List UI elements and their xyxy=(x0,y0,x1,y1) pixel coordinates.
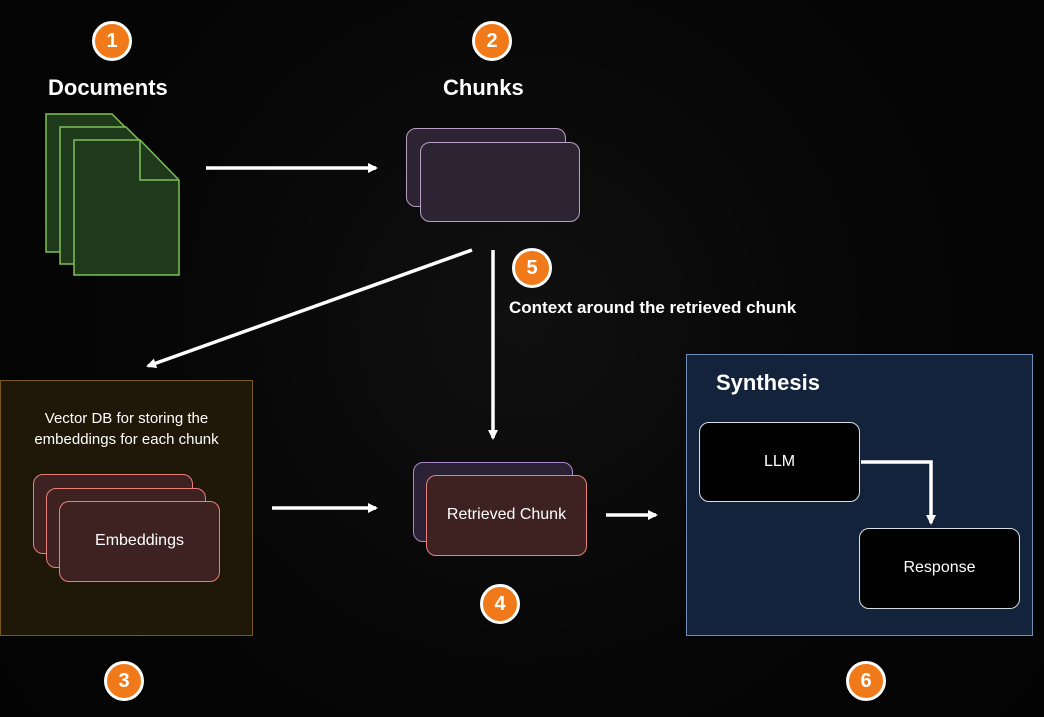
embeddings-label: Embeddings xyxy=(95,532,184,549)
llm-label: LLM xyxy=(763,453,796,470)
vector-db-caption-line-1: Vector DB for storing the xyxy=(44,410,209,427)
chunk-card-front xyxy=(420,142,580,222)
vector-db-caption-line-2: embeddings for each chunk xyxy=(34,431,219,448)
retrieved-chunk-card: Retrieved Chunk xyxy=(426,475,587,556)
documents-icon xyxy=(45,113,180,276)
chunks-heading: Chunks xyxy=(443,75,524,100)
synthesis-heading: Synthesis xyxy=(716,370,820,395)
response-box: Response xyxy=(859,528,1020,609)
step-badge-6: 6 xyxy=(846,661,886,701)
llm-box: LLM xyxy=(699,422,860,502)
step-badge-2: 2 xyxy=(472,21,512,61)
step-badge-4: 4 xyxy=(480,584,520,624)
step-badge-5: 5 xyxy=(512,248,552,288)
context-label: Context around the retrieved chunk xyxy=(509,298,797,317)
step-badge-1: 1 xyxy=(92,21,132,61)
documents-heading: Documents xyxy=(48,75,168,100)
step-badge-3: 3 xyxy=(104,661,144,701)
arrow-llm-to-response xyxy=(861,460,936,525)
embedding-card-front: Embeddings xyxy=(59,501,220,582)
vector-db-caption: Vector DB for storing the embeddings for… xyxy=(0,408,253,450)
arrow-chunks-to-vector-db xyxy=(146,248,473,369)
retrieved-chunk-label: Retrieved Chunk xyxy=(446,506,567,523)
response-label: Response xyxy=(903,559,976,576)
